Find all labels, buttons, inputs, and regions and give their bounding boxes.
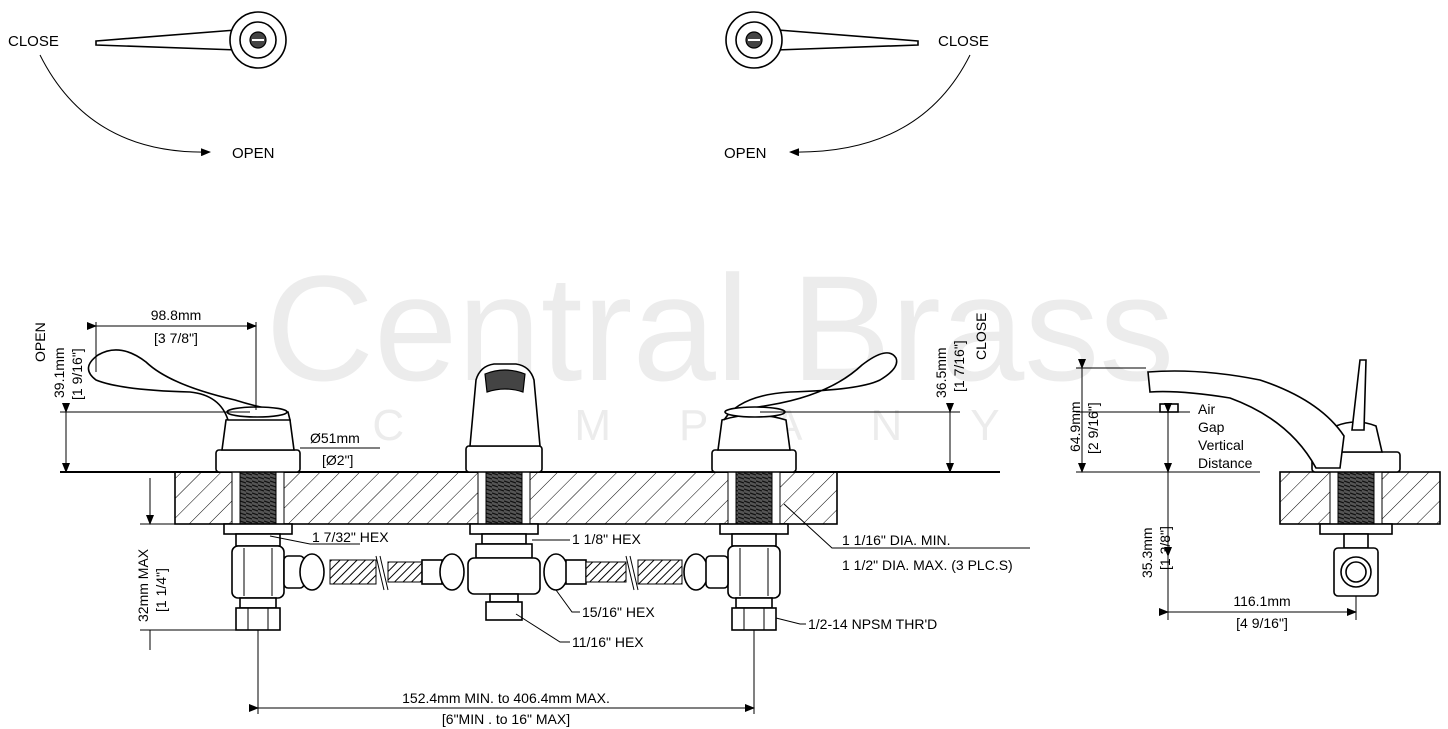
dim-right-height-mm: 36.5mm bbox=[933, 347, 949, 398]
rotation-arc-left bbox=[39, 54, 211, 157]
lever-handle-right bbox=[723, 352, 898, 421]
lock-nut-left bbox=[223, 523, 293, 535]
callout-dia-max: 1 1/2" DIA. MAX. (3 PLC.S) bbox=[842, 557, 1013, 573]
dim-spout-height-mm: 64.9mm bbox=[1067, 401, 1083, 452]
dim-flange-dia-mm: Ø51mm bbox=[310, 430, 360, 446]
supply-hose-left bbox=[329, 559, 377, 585]
callout-dia-min: 1 1/16" DIA. MIN. bbox=[842, 532, 950, 548]
side-lever bbox=[1351, 359, 1367, 431]
dim-deck-depth-inch: [1 3/8"] bbox=[1157, 526, 1173, 570]
callout-npsm: 1/2-14 NPSM THR'D bbox=[808, 616, 937, 632]
spout-base bbox=[465, 445, 543, 473]
side-view: 64.9mm [2 9/16"] Air Gap Vertical Distan… bbox=[1067, 359, 1441, 631]
air-gap-line-1: Air bbox=[1198, 401, 1215, 417]
label-open-right: OPEN bbox=[724, 145, 767, 162]
dim-spread-mm: 152.4mm MIN. to 406.4mm MAX. bbox=[402, 690, 610, 706]
side-shank bbox=[1337, 471, 1375, 525]
label-close-left: CLOSE bbox=[8, 33, 59, 50]
dim-left-height-mm: 39.1mm bbox=[51, 347, 67, 398]
rotation-arc-right bbox=[789, 54, 971, 157]
flange-right bbox=[711, 449, 797, 473]
dim-reach-mm: 116.1mm bbox=[1233, 593, 1290, 609]
label-close-right: CLOSE bbox=[938, 33, 989, 50]
shank-right bbox=[735, 471, 773, 525]
supply-hose-right bbox=[585, 561, 627, 583]
lock-nut-center bbox=[469, 523, 539, 535]
center-outlet-nut bbox=[485, 601, 523, 621]
watermark: Central Brass COMPANY bbox=[266, 244, 1175, 450]
lever-handle-left bbox=[87, 349, 292, 421]
dim-handle-width-mm: 98.8mm bbox=[151, 307, 202, 323]
dim-below-deck-inch: [1 1/4"] bbox=[153, 568, 169, 612]
label-open-front: OPEN bbox=[32, 322, 48, 362]
valve-body-right bbox=[727, 545, 781, 599]
label-close-front: CLOSE bbox=[973, 313, 989, 360]
callout-hex-1-8: 1 1/8" HEX bbox=[572, 531, 641, 547]
lever-right-top bbox=[758, 28, 919, 51]
callout-hex-15-16: 15/16" HEX bbox=[582, 604, 655, 620]
side-spout bbox=[1147, 370, 1345, 469]
callout-hex-7-32: 1 7/32" HEX bbox=[312, 529, 389, 545]
shank-left bbox=[239, 471, 277, 525]
dim-spread-inch: [6"MIN . to 16" MAX] bbox=[442, 711, 570, 727]
air-gap-line-3: Vertical bbox=[1198, 437, 1244, 453]
flange-left bbox=[215, 449, 301, 473]
shank-center bbox=[485, 471, 523, 525]
callout-hex-11-16: 11/16" HEX bbox=[572, 634, 644, 650]
dim-reach-inch: [4 9/16"] bbox=[1236, 615, 1288, 631]
dim-handle-width-inch: [3 7/8"] bbox=[154, 330, 198, 346]
inlet-nut-right bbox=[731, 607, 777, 631]
valve-body-left bbox=[231, 545, 285, 599]
watermark-brand: Central Brass bbox=[266, 244, 1175, 412]
dim-deck-depth-mm: 35.3mm bbox=[1139, 527, 1155, 578]
label-open-left: OPEN bbox=[232, 145, 275, 162]
center-tee bbox=[467, 557, 541, 595]
lock-nut-right bbox=[719, 523, 789, 535]
top-view-right: CLOSE OPEN bbox=[724, 11, 989, 162]
dim-left-height-inch: [1 9/16"] bbox=[69, 348, 85, 400]
dim-below-deck-mm: 32mm MAX bbox=[135, 548, 151, 622]
dim-right-height-inch: [1 7/16"] bbox=[951, 340, 967, 392]
top-view-left: CLOSE OPEN bbox=[8, 11, 287, 162]
inlet-nut-left bbox=[235, 607, 281, 631]
front-view: 98.8mm [3 7/8"] 39.1mm [1 9/16"] OPEN 36… bbox=[32, 307, 1030, 727]
air-gap-line-4: Distance bbox=[1198, 455, 1253, 471]
air-gap-line-2: Gap bbox=[1198, 419, 1225, 435]
dim-flange-dia-inch: [Ø2"] bbox=[322, 452, 353, 468]
dim-spout-height-inch: [2 9/16"] bbox=[1085, 402, 1101, 454]
